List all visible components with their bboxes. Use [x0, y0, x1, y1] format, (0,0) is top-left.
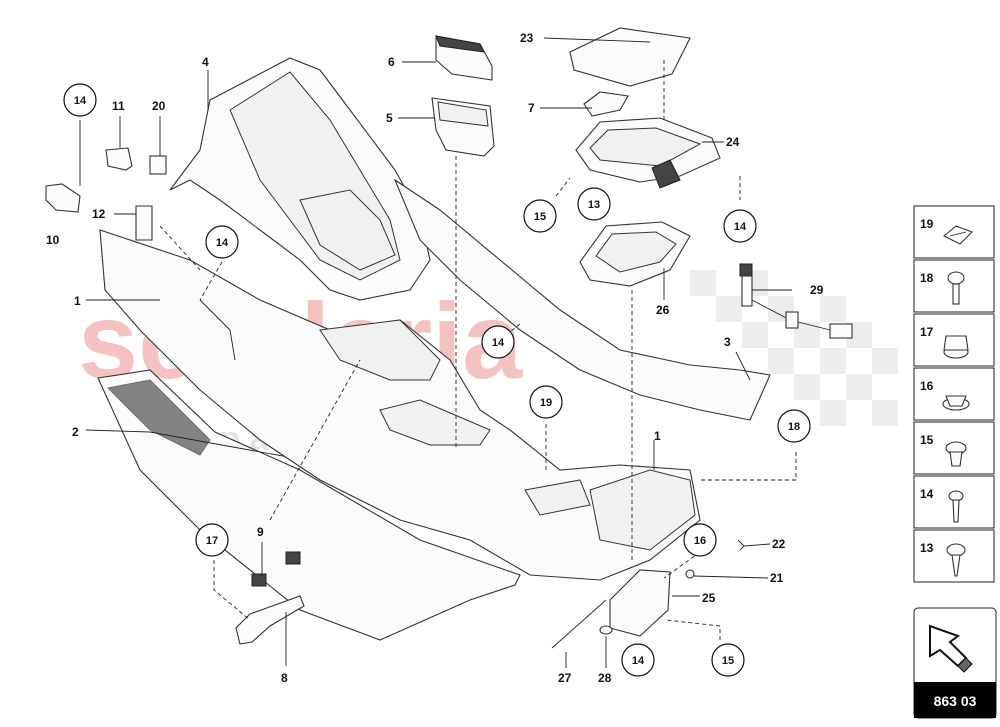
legend-label-16: 16: [920, 379, 934, 393]
callout-14-b: 14: [205, 225, 239, 259]
label-part-12: 12: [92, 207, 106, 221]
torx-screw-icon: [948, 490, 964, 523]
label-part-29: 29: [810, 283, 824, 297]
label-part-11: 11: [112, 99, 125, 113]
label-part-1-left: 1: [74, 294, 81, 308]
part-11-bracket: [105, 147, 133, 171]
label-part-6: 6: [388, 55, 395, 69]
part-26-tray: [579, 221, 691, 287]
part-22-clip: [737, 539, 745, 551]
label-part-7: 7: [528, 101, 535, 115]
part-25-switch-module: [609, 569, 671, 637]
part-29-harness: [739, 263, 853, 339]
label-part-20: 20: [152, 99, 166, 113]
part-21-clip: [685, 569, 695, 579]
svg-text:14: 14: [492, 337, 505, 349]
part-1-center-tunnel: [99, 229, 701, 581]
fastener-legend: 19 18 17 16 15 14 13: [913, 205, 995, 583]
svg-text:19: 19: [540, 397, 552, 409]
label-part-10: 10: [46, 233, 60, 247]
checkered-flag-watermark: [690, 270, 898, 426]
part-28-grommet: [599, 625, 613, 635]
label-part-25: 25: [702, 591, 716, 605]
part-10-bracket: [45, 183, 81, 213]
part-27-cable: [551, 599, 607, 649]
callout-15-a: 15: [523, 199, 557, 233]
svg-text:18: 18: [788, 421, 800, 433]
svg-text:15: 15: [534, 211, 546, 223]
legend-label-13: 13: [920, 541, 934, 555]
label-part-27: 27: [558, 671, 572, 685]
svg-text:14: 14: [74, 95, 87, 107]
part-5-storage-insert: [431, 97, 495, 157]
svg-text:16: 16: [694, 535, 706, 547]
label-part-28: 28: [598, 671, 612, 685]
svg-text:14: 14: [734, 221, 747, 233]
diagram-ref-number: 863 03: [934, 693, 977, 709]
legend-label-19: 19: [920, 217, 934, 231]
callout-14-e: 14: [621, 643, 655, 677]
callout-19: 19: [529, 385, 563, 419]
label-part-24: 24: [726, 135, 740, 149]
legend-label-14: 14: [920, 487, 934, 501]
part-2-lower-side-trim: [97, 369, 521, 641]
label-part-8: 8: [281, 671, 288, 685]
callout-18: 18: [777, 409, 811, 443]
label-part-2: 2: [72, 425, 79, 439]
callout-17: 17: [195, 523, 229, 557]
self-tapping-screw-icon: [946, 543, 966, 577]
label-part-3: 3: [724, 335, 731, 349]
label-part-26: 26: [656, 303, 670, 317]
label-part-23: 23: [520, 31, 534, 45]
part-24-storage-frame: [575, 117, 721, 189]
push-rivet-icon: [945, 441, 967, 467]
legend-label-15: 15: [920, 433, 934, 447]
part-12-bracket: [135, 205, 153, 241]
svg-text:17: 17: [206, 535, 218, 547]
part-7-hinge: [583, 91, 629, 117]
callout-15-b: 15: [711, 643, 745, 677]
callout-14-c: 14: [481, 325, 515, 359]
leader-lines: [79, 37, 792, 668]
svg-text:14: 14: [216, 237, 229, 249]
part-4-upper-console: [169, 57, 431, 301]
callout-13: 13: [577, 187, 611, 221]
callout-16: 16: [683, 523, 717, 557]
label-part-21: 21: [770, 571, 784, 585]
label-part-1-right: 1: [654, 429, 661, 443]
legend-label-17: 17: [920, 325, 934, 339]
label-part-22: 22: [772, 537, 786, 551]
callout-14-a: 14: [63, 83, 97, 117]
part-9-nut: [251, 551, 301, 587]
part-20-clip: [149, 155, 167, 175]
legend-label-18: 18: [920, 271, 934, 285]
diagram-reference: 863 03: [913, 607, 997, 719]
flange-nut-icon: [943, 335, 969, 359]
svg-text:14: 14: [632, 655, 645, 667]
part-8-bracket: [235, 595, 305, 645]
bolt-icon: [947, 271, 965, 305]
part-6-storage-box: [435, 35, 493, 81]
svg-text:15: 15: [722, 655, 734, 667]
callout-14-d: 14: [723, 209, 757, 243]
arrow-icon: [929, 624, 973, 673]
part-labels: 1 1 2 3 4 5 6 7 8 9 10 11 12 20 21 22 23…: [46, 31, 824, 685]
part-3-right-side-trim: [393, 178, 771, 421]
label-part-9: 9: [257, 525, 264, 539]
svg-text:13: 13: [588, 199, 600, 211]
part-23-lid: [569, 27, 691, 87]
clip-nut-icon: [943, 225, 973, 245]
label-part-4: 4: [202, 55, 209, 69]
grommet-icon: [942, 395, 970, 411]
label-part-5: 5: [386, 111, 393, 125]
